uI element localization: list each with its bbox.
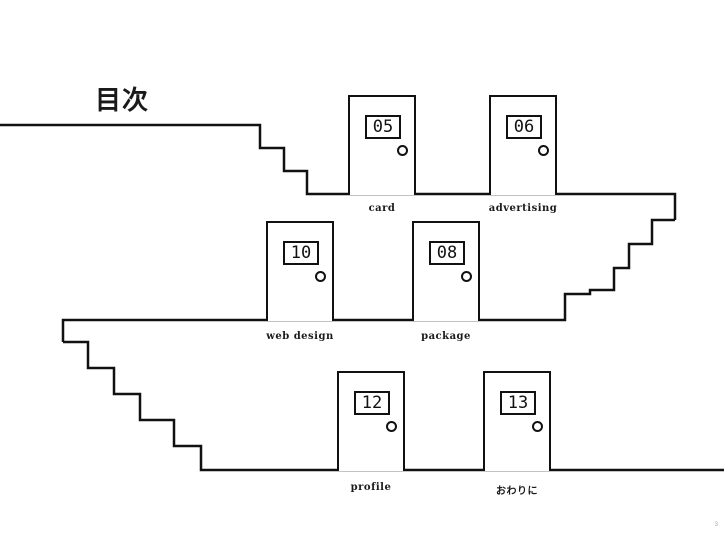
page-number: 3 xyxy=(714,522,718,528)
door-package[interactable]: 08 xyxy=(412,221,480,321)
door-number: 08 xyxy=(429,241,465,265)
door-number: 05 xyxy=(365,115,401,139)
door-number: 13 xyxy=(500,391,536,415)
door-knob-icon xyxy=(532,421,543,432)
door-profile[interactable]: 12 xyxy=(337,371,405,471)
door-number: 06 xyxy=(506,115,542,139)
left-staircase xyxy=(63,340,724,472)
door-number: 12 xyxy=(354,391,390,415)
door-knob-icon xyxy=(397,145,408,156)
door-knob-icon xyxy=(538,145,549,156)
door-web-design[interactable]: 10 xyxy=(266,221,334,321)
door-knob-icon xyxy=(386,421,397,432)
door-card[interactable]: 05 xyxy=(348,95,416,195)
door-owarini[interactable]: 13 xyxy=(483,371,551,471)
door-label-profile[interactable]: profile xyxy=(350,482,392,493)
door-label-card[interactable]: card xyxy=(368,203,396,214)
door-knob-icon xyxy=(461,271,472,282)
right-staircase xyxy=(61,218,675,342)
door-label-package[interactable]: package xyxy=(421,331,471,342)
door-knob-icon xyxy=(315,271,326,282)
door-label-owarini[interactable]: おわりに xyxy=(496,486,538,497)
door-advertising[interactable]: 06 xyxy=(489,95,557,195)
door-label-advertising[interactable]: advertising xyxy=(488,203,558,214)
door-label-web-design[interactable]: web design xyxy=(266,331,334,342)
door-number: 10 xyxy=(283,241,319,265)
page-title: 目次 xyxy=(95,86,150,116)
